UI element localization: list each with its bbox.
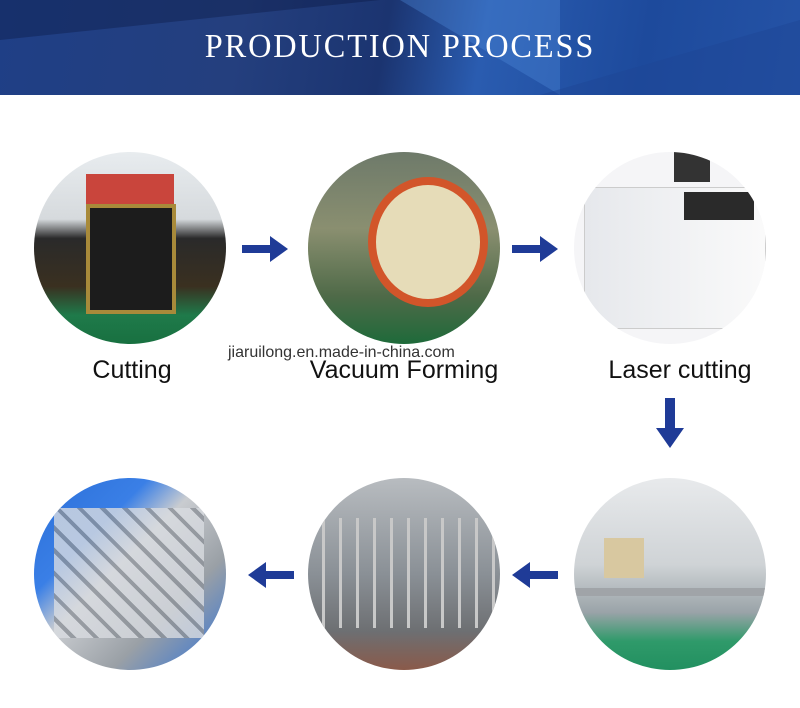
finished-products-photo <box>34 478 226 670</box>
page-title: PRODUCTION PROCESS <box>204 28 596 65</box>
step-label-vacuum-forming: Vacuum Forming <box>309 356 499 384</box>
banner-facet <box>400 0 560 95</box>
conveyor-rack-photo <box>308 478 500 670</box>
autoclave-photo <box>308 152 500 344</box>
laser-cutter-photo <box>574 152 766 344</box>
assembly-line-photo <box>574 478 766 670</box>
arrow-right-icon <box>512 236 558 262</box>
banner-facet <box>0 0 380 40</box>
watermark: jiaruilong.en.made-in-china.com <box>228 344 455 361</box>
step-label-cutting: Cutting <box>92 356 172 384</box>
arrow-left-icon <box>512 562 558 588</box>
arrow-down-icon <box>656 398 684 448</box>
step-label-laser-cutting: Laser cutting <box>608 356 752 384</box>
cutting-machine-photo <box>34 152 226 344</box>
arrow-right-icon <box>242 236 288 262</box>
banner-facet <box>540 20 800 95</box>
arrow-left-icon <box>248 562 294 588</box>
header-banner: PRODUCTION PROCESS <box>0 0 800 95</box>
